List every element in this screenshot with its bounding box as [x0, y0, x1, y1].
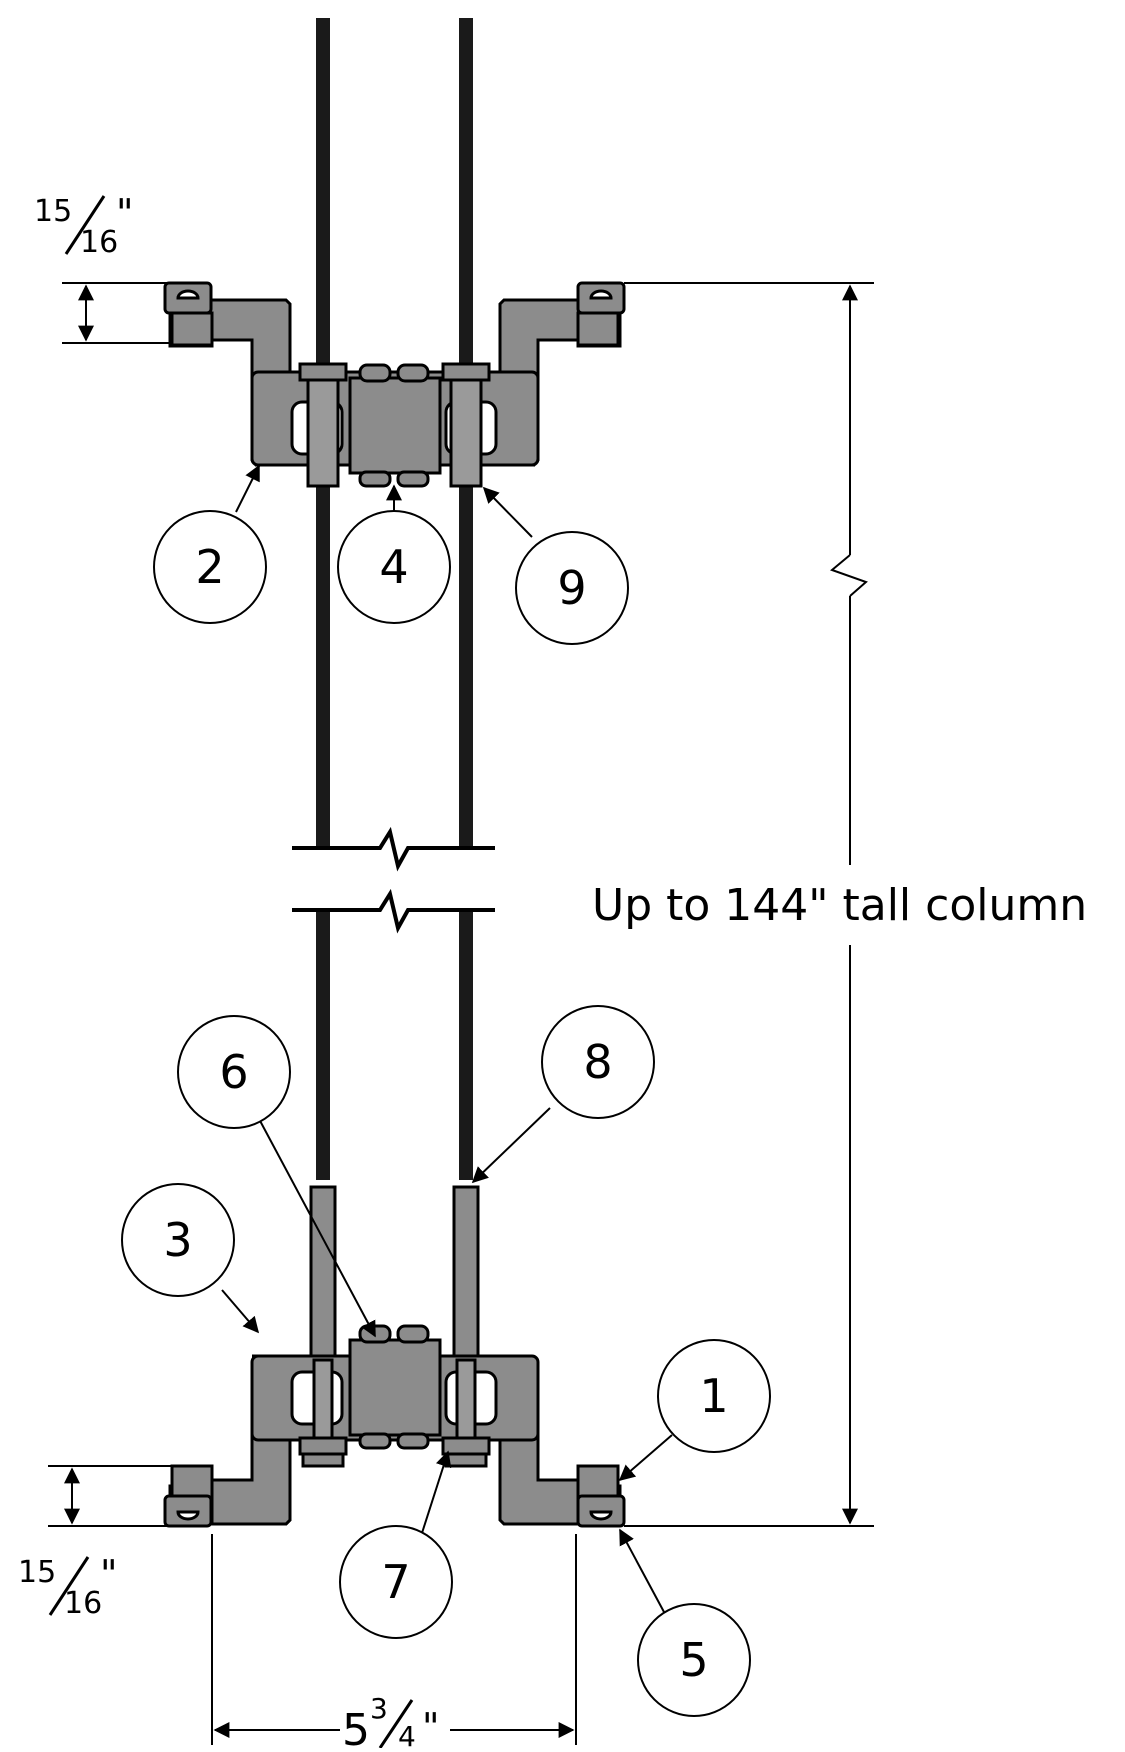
bottom-right-nut-2: [444, 1452, 488, 1468]
bottom-right-rod-through: [455, 1358, 477, 1442]
callout-7-circle: [339, 1525, 453, 1639]
bottom-center-bolt-tail-2: [396, 1432, 430, 1450]
top-bracket-assembly: [163, 281, 626, 488]
bottom-offset-den: 16: [64, 1586, 102, 1621]
callout-6-circle: [177, 1015, 291, 1129]
bottom-left-leg: [210, 1418, 292, 1526]
leader-3: [221, 1289, 260, 1334]
break-lines: [292, 826, 495, 934]
bottom-center-bolt-head-2: [396, 1324, 430, 1344]
callout-2-circle: [153, 510, 267, 624]
callout-7-label: 7: [381, 1555, 410, 1609]
width-num: 3: [370, 1692, 388, 1725]
callout-8: 8: [541, 1005, 655, 1119]
bottom-right-nut-1: [441, 1436, 491, 1456]
callout-9: 9: [515, 531, 629, 645]
top-center-clamp: [348, 376, 442, 475]
callout-1-circle: [657, 1339, 771, 1453]
callout-9-circle: [515, 531, 629, 645]
bottom-offset-slash: [48, 1556, 90, 1616]
callout-4-label: 4: [379, 540, 408, 594]
top-offset-den: 16: [80, 225, 118, 260]
bottom-center-clamp: [348, 1338, 442, 1437]
dimension-lines: [48, 282, 874, 1745]
callout-3-label: 3: [163, 1213, 192, 1267]
callout-3: 3: [121, 1183, 235, 1297]
top-right-clip-tab: [576, 311, 620, 347]
bottom-left-nut-1: [298, 1436, 348, 1456]
callout-4: 4: [337, 510, 451, 624]
bottom-offset-num: 15: [18, 1555, 56, 1590]
bottom-left-clip-tab: [170, 1464, 214, 1500]
break-line-upper: [292, 826, 495, 872]
callout-8-circle: [541, 1005, 655, 1119]
leader-6: [257, 1116, 376, 1338]
callout-2: 2: [153, 510, 267, 624]
top-left-clip-slot: [176, 289, 200, 300]
callout-8-label: 8: [583, 1035, 612, 1089]
bottom-left-clip-slot: [176, 1510, 200, 1521]
callout-leaders: [221, 464, 673, 1613]
leader-8: [471, 1107, 551, 1184]
height-dim-break: [830, 554, 868, 597]
top-center-bolt-tail-1: [358, 470, 392, 488]
leader-7: [421, 1450, 452, 1534]
callout-2-label: 2: [195, 540, 224, 594]
break-line-lower: [292, 888, 495, 934]
bottom-right-clip-tab: [576, 1464, 620, 1500]
top-center-bolt-head-1: [358, 363, 392, 383]
callout-3-circle: [121, 1183, 235, 1297]
callout-6: 6: [177, 1015, 291, 1129]
callout-balloons: 2 4 9 6 8 3 1 7: [121, 510, 771, 1717]
right-rod-lower: [459, 910, 473, 1180]
bottom-right-clip-slot: [589, 1510, 613, 1521]
bottom-center-bolt-tail-1: [358, 1432, 392, 1450]
callout-5-circle: [637, 1603, 751, 1717]
left-rod-lower: [316, 910, 330, 1180]
bottom-left-nut-2: [301, 1452, 345, 1468]
top-left-rod-sleeve: [306, 362, 340, 488]
callout-9-label: 9: [557, 561, 586, 615]
width-unit: ": [422, 1705, 439, 1748]
bottom-bracket-assembly: [163, 1185, 626, 1528]
top-left-nut: [298, 362, 348, 382]
leader-5: [619, 1528, 665, 1613]
leader-2: [235, 464, 260, 513]
top-offset-unit: ": [116, 191, 133, 235]
height-label: Up to 144" tall column: [592, 880, 1087, 931]
callout-6-label: 6: [219, 1045, 248, 1099]
callout-7: 7: [339, 1525, 453, 1639]
width-slash: [378, 1699, 414, 1749]
callout-4-circle: [337, 510, 451, 624]
bottom-offset-unit: ": [100, 1552, 117, 1596]
top-offset-num: 15: [34, 194, 72, 229]
leader-9: [482, 486, 533, 538]
width-label: 5 3 4 ": [342, 1692, 439, 1752]
callout-5: 5: [637, 1603, 751, 1717]
top-right-rod-sleeve: [449, 362, 483, 488]
top-offset-label: 15 16 ": [34, 191, 133, 260]
top-offset-slash: [64, 195, 106, 255]
top-center-bolt-tail-2: [396, 470, 430, 488]
bottom-offset-label: 15 16 ": [18, 1552, 117, 1621]
top-right-nut: [441, 362, 491, 382]
callout-1-label: 1: [699, 1369, 728, 1423]
callout-5-label: 5: [679, 1633, 708, 1687]
callout-1: 1: [657, 1339, 771, 1453]
top-left-clip-tab: [170, 311, 214, 347]
bottom-left-rod-through: [312, 1358, 334, 1442]
top-right-clip-slot: [589, 289, 613, 300]
leader-1: [618, 1434, 673, 1482]
top-center-bolt-head-2: [396, 363, 430, 383]
width-whole: 5: [342, 1705, 370, 1748]
width-den: 4: [398, 1720, 416, 1748]
